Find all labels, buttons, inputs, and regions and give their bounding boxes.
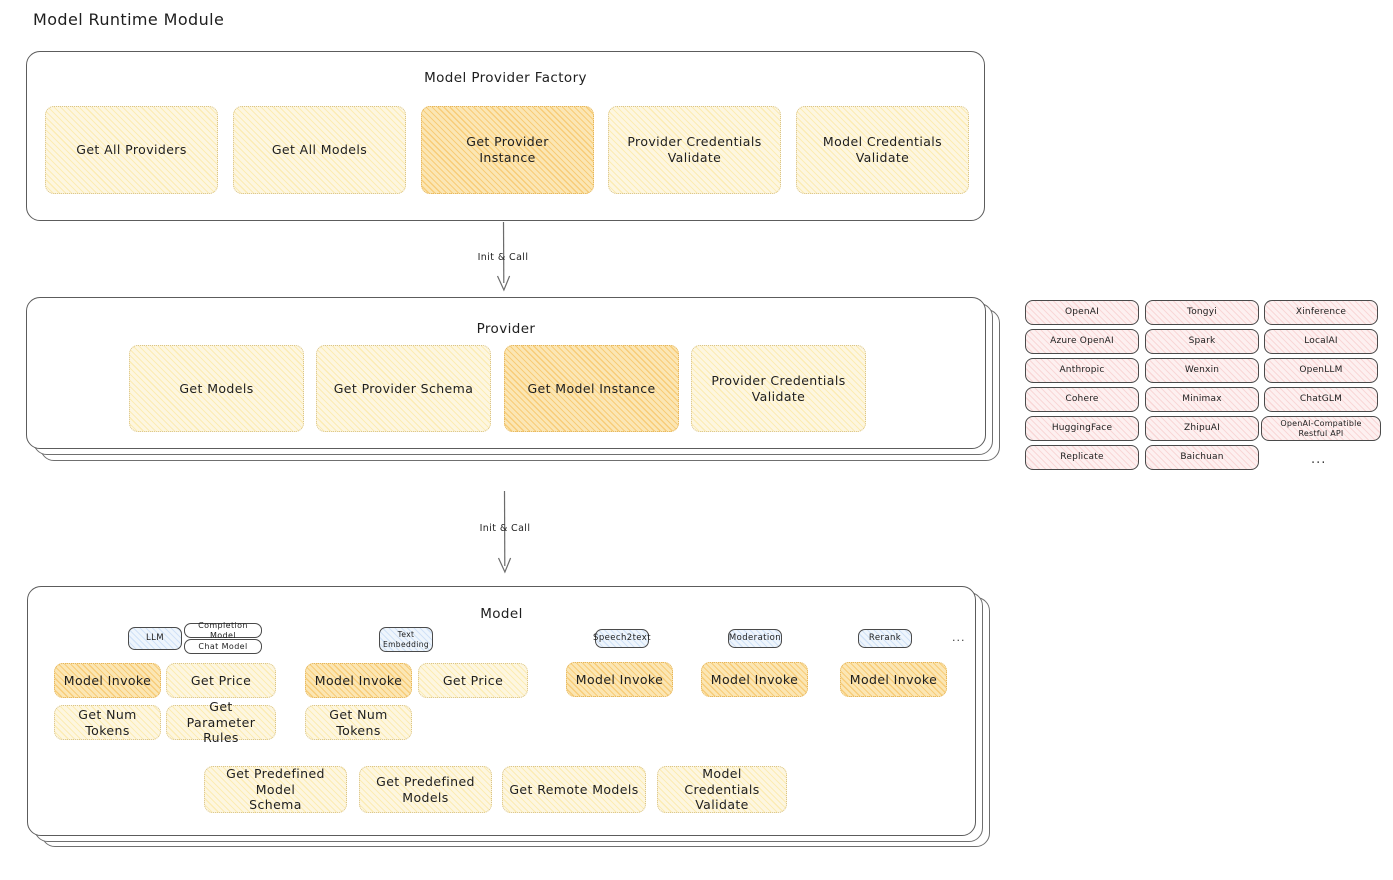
provider-title: Provider: [476, 321, 536, 337]
node-speech2text-model-invoke[interactable]: Model Invoke: [566, 662, 673, 697]
provider-chip-chatglm[interactable]: ChatGLM: [1264, 387, 1378, 412]
provider-chip-openllm[interactable]: OpenLLM: [1264, 358, 1378, 383]
node-llm-get-num-tokens[interactable]: Get Num Tokens: [54, 705, 161, 740]
node-llm-model-invoke[interactable]: Model Invoke: [54, 663, 161, 698]
provider-list-ellipsis: ...: [1311, 452, 1327, 467]
node-get-models[interactable]: Get Models: [129, 345, 304, 432]
page-title: Model Runtime Module: [33, 10, 225, 29]
node-get-all-models[interactable]: Get All Models: [233, 106, 406, 194]
node-llm-get-price[interactable]: Get Price: [166, 663, 276, 698]
model-title: Model: [480, 606, 523, 622]
connector-label-init-call-2: Init & Call: [479, 523, 531, 534]
provider-chip-anthropic[interactable]: Anthropic: [1025, 358, 1139, 383]
connector-label-init-call-1: Init & Call: [477, 252, 529, 263]
badge-speech2text[interactable]: Speech2text: [593, 629, 651, 648]
provider-chip-cohere[interactable]: Cohere: [1025, 387, 1139, 412]
model-provider-factory-title: Model Provider Factory: [424, 70, 587, 86]
node-get-all-providers[interactable]: Get All Providers: [45, 106, 218, 194]
badge-moderation[interactable]: Moderation: [728, 629, 782, 648]
provider-chip-huggingface[interactable]: HuggingFace: [1025, 416, 1139, 441]
connector-provider-to-model: [497, 490, 512, 574]
node-get-model-instance[interactable]: Get Model Instance: [504, 345, 679, 432]
provider-chip-localai[interactable]: LocalAI: [1264, 329, 1378, 354]
node-get-remote-models[interactable]: Get Remote Models: [502, 766, 646, 813]
provider-chip-tongyi[interactable]: Tongyi: [1145, 300, 1259, 325]
node-get-provider-schema[interactable]: Get Provider Schema: [316, 345, 491, 432]
provider-chip-wenxin[interactable]: Wenxin: [1145, 358, 1259, 383]
provider-chip-openai[interactable]: OpenAI: [1025, 300, 1139, 325]
node-text-embedding-get-num-tokens[interactable]: Get Num Tokens: [305, 705, 412, 740]
badge-llm[interactable]: LLM: [128, 627, 182, 650]
provider-chip-azure-openai[interactable]: Azure OpenAI: [1025, 329, 1139, 354]
badge-completion-model[interactable]: Completion Model: [184, 621, 262, 640]
node-moderation-model-invoke[interactable]: Model Invoke: [701, 662, 808, 697]
provider-chip-replicate[interactable]: Replicate: [1025, 445, 1139, 470]
model-groups-ellipsis: ...: [952, 631, 966, 644]
badge-rerank[interactable]: Rerank: [858, 629, 912, 648]
node-rerank-model-invoke[interactable]: Model Invoke: [840, 662, 947, 697]
badge-chat-model[interactable]: Chat Model: [184, 639, 262, 654]
connector-factory-to-provider: [496, 221, 511, 292]
provider-chip-xinference[interactable]: Xinference: [1264, 300, 1378, 325]
provider-chip-minimax[interactable]: Minimax: [1145, 387, 1259, 412]
node-text-embedding-get-price[interactable]: Get Price: [418, 663, 528, 698]
provider-chip-spark[interactable]: Spark: [1145, 329, 1259, 354]
provider-chip-zhipuai[interactable]: ZhipuAI: [1145, 416, 1259, 441]
node-text-embedding-model-invoke[interactable]: Model Invoke: [305, 663, 412, 698]
provider-chip-openai-compatible-restful-api[interactable]: OpenAI-Compatible Restful API: [1261, 416, 1381, 441]
provider-chip-baichuan[interactable]: Baichuan: [1145, 445, 1259, 470]
